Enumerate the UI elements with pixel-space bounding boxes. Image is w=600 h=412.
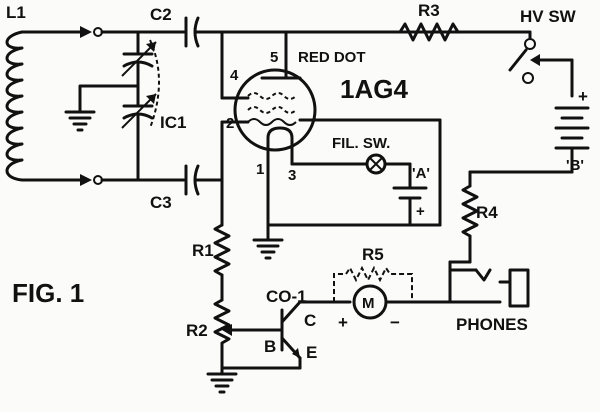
battery-b-plus: + (578, 87, 588, 106)
battery-a-label: 'A' (412, 165, 430, 182)
coil-label: L1 (6, 3, 26, 22)
figure-caption: FIG. 1 (12, 278, 84, 308)
phones-jack (448, 268, 530, 308)
fil-switch-label: FIL. SW. (332, 135, 390, 152)
phones-label: PHONES (456, 315, 528, 334)
resistor-r5 (333, 265, 413, 302)
battery-a-plus: + (416, 203, 425, 220)
capacitor-c3 (184, 164, 224, 196)
emitter-label: E (306, 343, 317, 362)
red-dot-label: RED DOT (298, 49, 366, 66)
potentiometer-r2 (213, 298, 284, 345)
ground-symbol-bottom (206, 372, 238, 394)
c2-label: C2 (150, 5, 172, 24)
transistor-co1 (220, 300, 302, 370)
meter-minus: − (390, 313, 400, 332)
vacuum-tube-1ag4 (233, 30, 317, 227)
meter-label: M (362, 295, 375, 312)
var-cap-label: IC1 (160, 113, 186, 132)
battery-b-label: 'B' (566, 157, 584, 174)
resistor-r1 (213, 223, 231, 277)
coil-l1 (5, 26, 92, 186)
collector-label: C (304, 311, 316, 330)
meter-plus: + (338, 313, 348, 332)
hv-switch (508, 30, 574, 98)
transistor-label: CO-1 (266, 287, 307, 306)
ground-symbol-middle (252, 223, 284, 260)
tube-label: 1AG4 (340, 74, 408, 104)
c3-label: C3 (150, 193, 172, 212)
base-label: B (264, 337, 276, 356)
battery-a (392, 162, 428, 227)
pin3-label: 3 (288, 167, 296, 184)
r2-label: R2 (186, 321, 208, 340)
pin4-label: 4 (230, 67, 239, 84)
r4-label: R4 (476, 203, 498, 222)
pin1-label: 1 (256, 161, 264, 178)
battery-b (468, 106, 590, 174)
hv-switch-label: HV SW (520, 7, 577, 26)
r3-label: R3 (418, 1, 440, 20)
r1-label: R1 (192, 241, 214, 260)
variable-capacitor-ic1 (78, 30, 160, 182)
ground-symbol-left (64, 110, 96, 132)
pin2-label: 2 (226, 115, 234, 132)
r5-label: R5 (362, 245, 384, 264)
resistor-r3 (398, 22, 460, 42)
resistor-r4 (461, 184, 479, 238)
filament-lamp (365, 153, 387, 175)
capacitor-c2 (184, 16, 532, 48)
pin5-label: 5 (270, 49, 278, 66)
